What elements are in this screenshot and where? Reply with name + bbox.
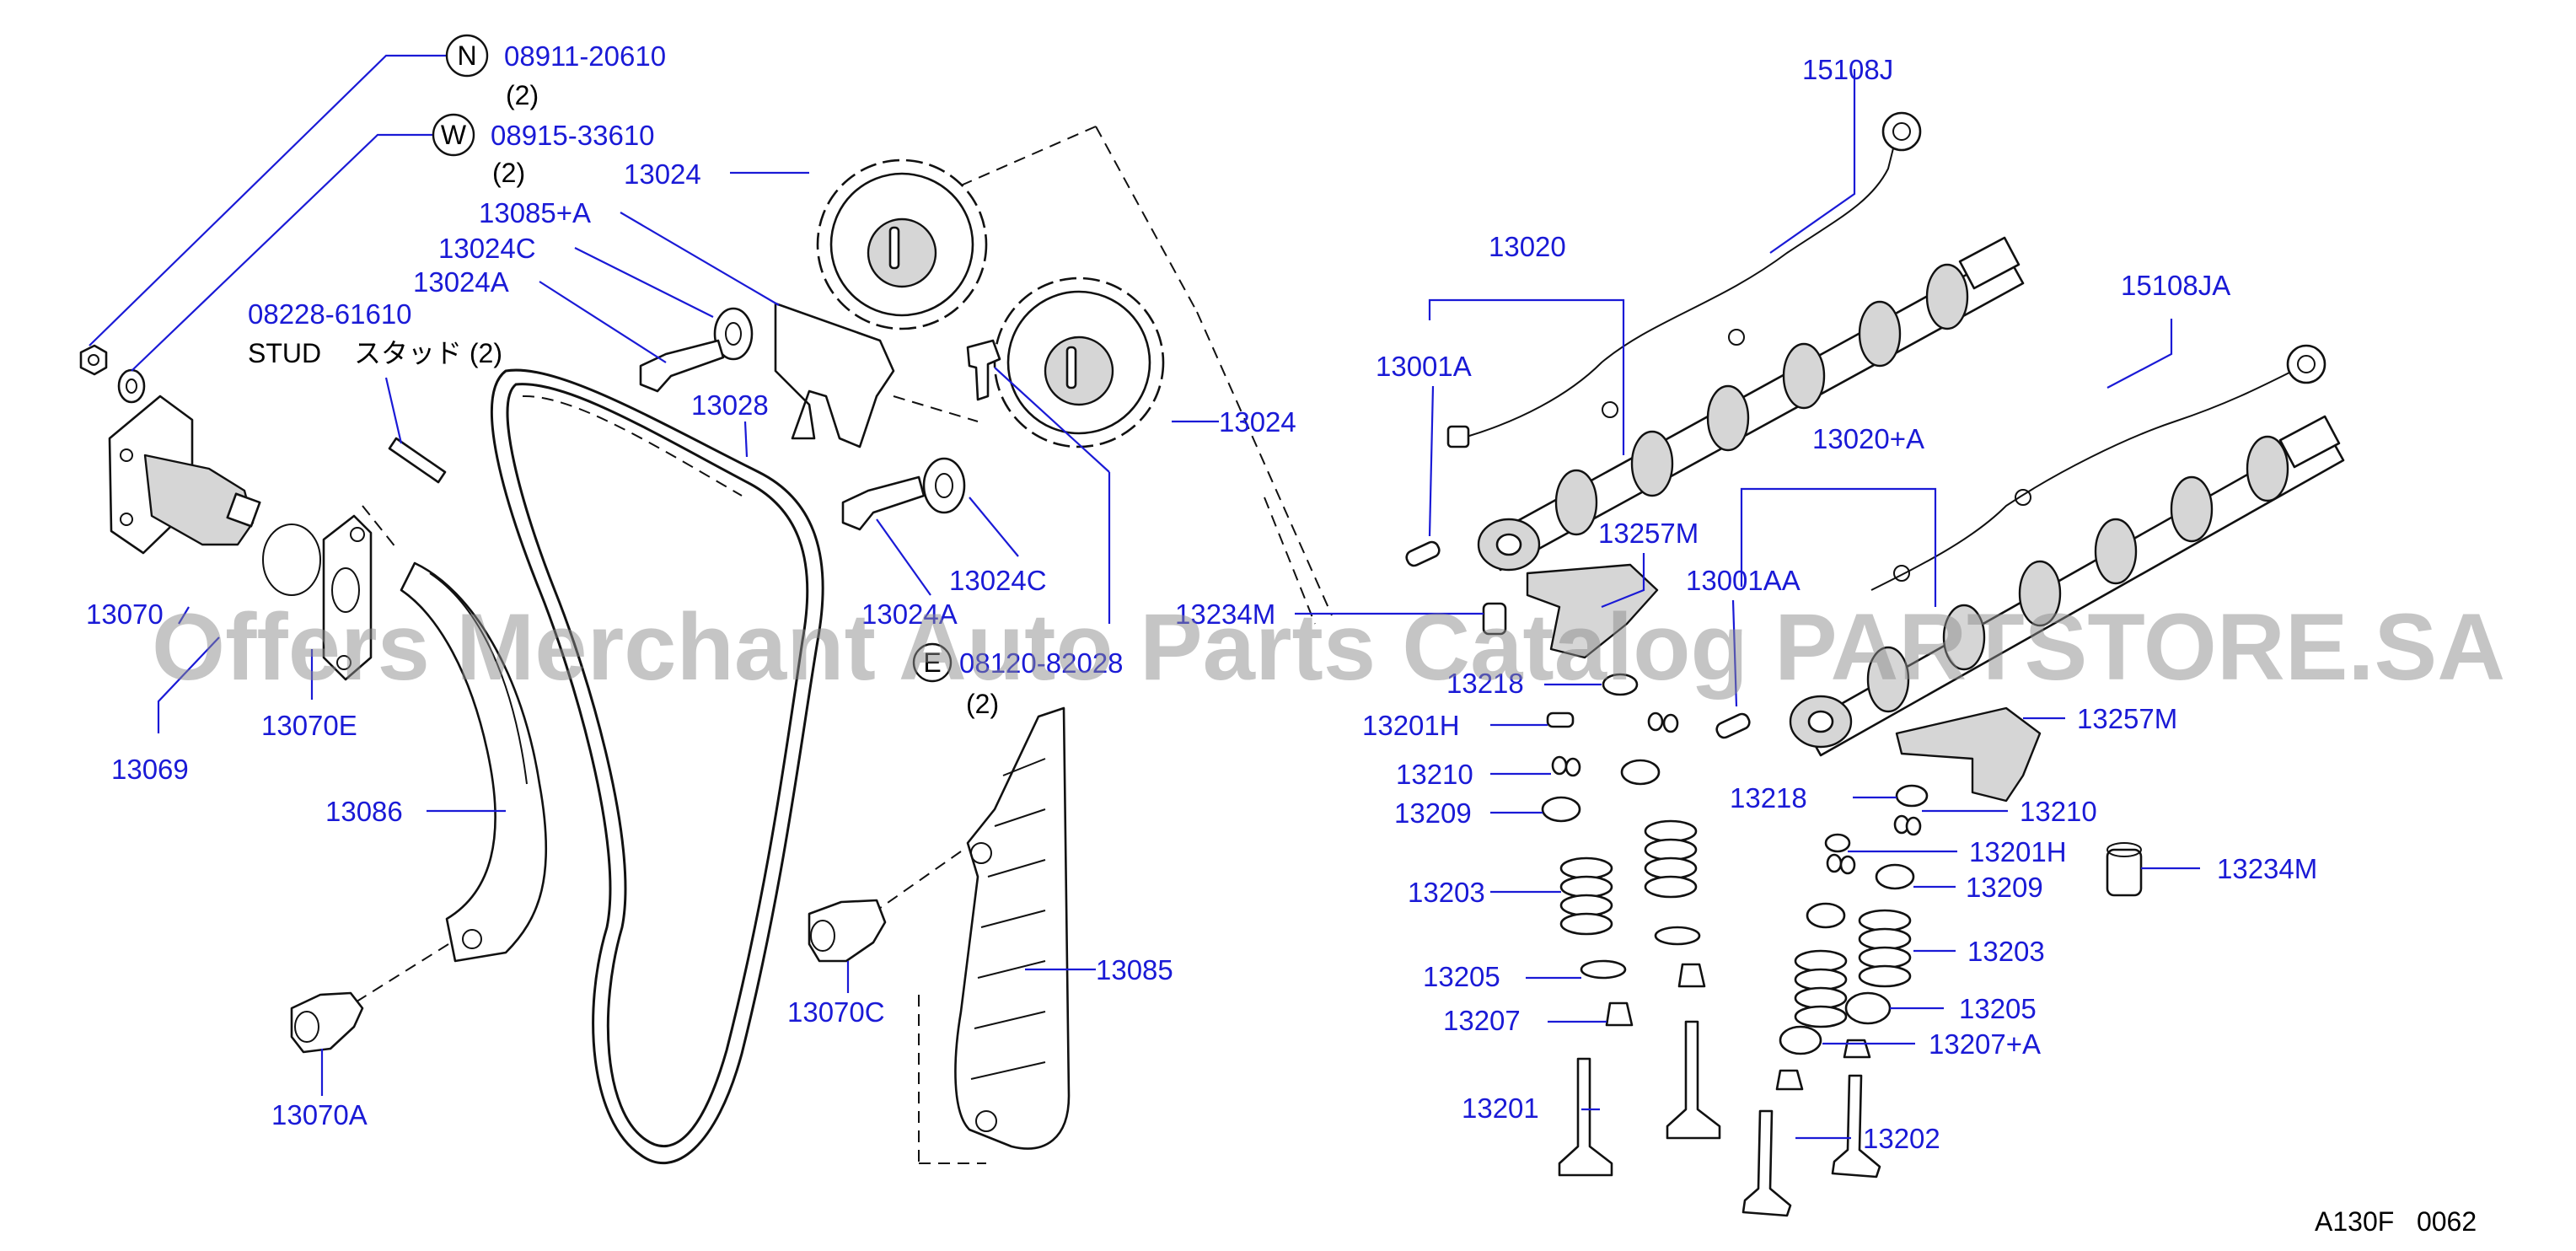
oil-tube-intake-part — [1446, 111, 1922, 448]
label-13001aa[interactable]: 13001AA — [1686, 565, 1801, 596]
label-13203-left[interactable]: 13203 — [1408, 877, 1485, 908]
label-13257m-left[interactable]: 13257M — [1598, 518, 1699, 549]
upper-chain-guide-part — [774, 302, 979, 448]
nut-part — [79, 344, 108, 376]
label-13205-left[interactable]: 13205 — [1423, 961, 1500, 992]
label-13070e[interactable]: 13070E — [261, 710, 357, 741]
label-stud-jp: スタッド (2) — [354, 338, 502, 368]
dowel-pin-intake-part — [1405, 540, 1441, 567]
label-13210-left[interactable]: 13210 — [1396, 759, 1473, 790]
label-13201h-right[interactable]: 13201H — [1969, 836, 2067, 867]
valve-spring-right-a-part — [1858, 909, 1912, 988]
label-13085[interactable]: 13085 — [1096, 954, 1173, 985]
chain-tensioner-part — [108, 395, 261, 555]
qty-e: (2) — [966, 689, 999, 719]
valve-spring-left-b-part — [1644, 819, 1698, 899]
label-13069[interactable]: 13069 — [111, 754, 189, 785]
stud-part — [362, 437, 447, 549]
label-13203-right[interactable]: 13203 — [1967, 936, 2045, 967]
label-15108j[interactable]: 15108J — [1802, 54, 1893, 85]
label-13218-right[interactable]: 13218 — [1730, 782, 1807, 813]
label-08120-82028[interactable]: 08120-82028 — [959, 647, 1124, 679]
tensioner-gasket-part — [322, 514, 373, 681]
symbol-n: N — [445, 34, 489, 78]
part-labels: 08911-20610 (2) 08915-33610 (2) 13024 13… — [86, 40, 2317, 1154]
tension-guide-bolt-part — [808, 899, 887, 963]
label-13201h-left[interactable]: 13201H — [1362, 710, 1460, 741]
label-13234m-right[interactable]: 13234M — [2217, 853, 2317, 884]
lash-adjuster-right-part — [2106, 842, 2143, 897]
label-13070c[interactable]: 13070C — [787, 996, 885, 1028]
label-13205-right[interactable]: 13205 — [1959, 993, 2037, 1024]
label-13024-top[interactable]: 13024 — [624, 158, 701, 190]
label-13207-a[interactable]: 13207+A — [1929, 1028, 2041, 1060]
sprocket-washer-upper-part — [713, 307, 754, 361]
symbol-e-letter: E — [923, 647, 941, 678]
tensioner-o-ring-part — [262, 523, 321, 596]
valve-spring-right-b-part — [1794, 949, 1848, 1028]
label-13024c-low[interactable]: 13024C — [949, 565, 1047, 596]
lash-adjuster-left-part — [1482, 602, 1507, 636]
qty-n: (2) — [506, 80, 539, 110]
label-13234m-left[interactable]: 13234M — [1175, 599, 1275, 630]
diagram-code: A130F 0062 — [2315, 1206, 2477, 1237]
label-13020-a[interactable]: 13020+A — [1812, 423, 1924, 454]
label-13218-left[interactable]: 13218 — [1446, 668, 1524, 699]
dowel-pin-exhaust-part — [1715, 712, 1751, 739]
exhaust-sprocket-part — [993, 277, 1165, 448]
label-13024a-low[interactable]: 13024A — [861, 599, 958, 630]
label-13024-right[interactable]: 13024 — [1219, 406, 1296, 438]
watermark: Offers Merchant Auto Parts Catalog PARTS… — [152, 594, 2505, 700]
label-13001a[interactable]: 13001A — [1376, 351, 1472, 382]
label-13209-left[interactable]: 13209 — [1394, 797, 1472, 829]
label-13070a[interactable]: 13070A — [271, 1099, 368, 1130]
rocker-arm-right-part — [1895, 706, 2042, 803]
valve-stack-right — [1741, 784, 1929, 1217]
label-13070[interactable]: 13070 — [86, 599, 164, 630]
intake-sprocket-part — [816, 158, 988, 330]
symbol-e: E — [912, 642, 953, 683]
tension-guide-part — [876, 706, 1071, 1164]
sprocket-bolt-lower-part — [841, 475, 926, 531]
qty-w: (2) — [492, 158, 525, 188]
camshaft-intake-part — [1477, 236, 2025, 572]
label-13209-right[interactable]: 13209 — [1966, 872, 2043, 903]
label-08228-61610[interactable]: 08228-61610 — [248, 298, 412, 330]
label-15108ja[interactable]: 15108JA — [2121, 270, 2230, 301]
label-13028[interactable]: 13028 — [691, 389, 769, 421]
timing-chain-part — [490, 368, 824, 1164]
sprocket-washer-lower-part — [922, 457, 966, 514]
parts-drawing — [79, 111, 2345, 1217]
guide-bolt-part — [290, 991, 364, 1054]
chain-guide-part — [353, 561, 548, 1004]
label-08915-33610[interactable]: 08915-33610 — [491, 120, 655, 151]
sprocket-bolt-upper-part — [639, 339, 725, 393]
valve-spring-left-a-part — [1559, 856, 1613, 936]
alignment-lines — [960, 126, 1333, 625]
guide-small-bolt-part — [966, 339, 1001, 401]
label-13210-right[interactable]: 13210 — [2020, 796, 2097, 827]
label-13085-a[interactable]: 13085+A — [479, 197, 591, 228]
valve-stack-left — [1541, 673, 1721, 1177]
oil-tube-exhaust-part — [1870, 344, 2326, 591]
symbol-w: W — [432, 113, 475, 157]
label-13024a-top[interactable]: 13024A — [413, 266, 509, 298]
symbol-n-letter: N — [457, 40, 476, 71]
leader-lines — [89, 54, 2200, 1140]
rocker-arm-left-part — [1526, 563, 1659, 659]
camshaft-exhaust-part — [1789, 415, 2345, 757]
label-13201[interactable]: 13201 — [1462, 1093, 1539, 1124]
washer-part — [117, 368, 146, 404]
symbol-w-letter: W — [441, 120, 467, 150]
label-13020[interactable]: 13020 — [1489, 231, 1566, 262]
label-13086[interactable]: 13086 — [325, 796, 403, 827]
label-13024c-top[interactable]: 13024C — [438, 233, 536, 264]
label-08911-20610[interactable]: 08911-20610 — [504, 40, 666, 72]
label-stud: STUD — [248, 338, 321, 368]
label-13202[interactable]: 13202 — [1863, 1123, 1940, 1154]
label-13207[interactable]: 13207 — [1443, 1005, 1521, 1036]
label-13257m-right[interactable]: 13257M — [2077, 703, 2177, 734]
